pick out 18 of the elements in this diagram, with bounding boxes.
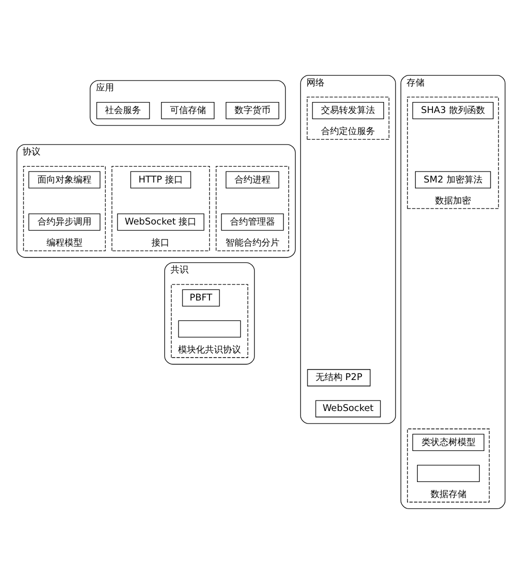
- node-box: 合约管理器: [220, 213, 284, 230]
- node-box: 数字货币: [225, 102, 279, 119]
- node-box: 合约进程: [225, 170, 279, 188]
- node-box: 类状态树模型: [412, 433, 484, 450]
- node-box: SHA3 散列函数: [412, 102, 494, 119]
- node-box: 可信存储: [160, 102, 214, 119]
- node-box: 交易转发算法: [312, 102, 384, 119]
- node-box: 合约异步调用: [28, 213, 100, 230]
- node-box: 社会服务: [96, 102, 150, 119]
- node-box: [416, 464, 480, 482]
- node-box: WebSocket 接口: [116, 213, 204, 230]
- node-box: [178, 320, 240, 338]
- node-box: HTTP 接口: [130, 170, 191, 188]
- node-box: PBFT: [182, 288, 220, 306]
- node-box: 无结构 P2P: [306, 368, 370, 386]
- node-box: WebSocket: [314, 400, 380, 417]
- node-box: 面向对象编程: [28, 170, 100, 188]
- node-box: SM2 加密算法: [414, 170, 490, 188]
